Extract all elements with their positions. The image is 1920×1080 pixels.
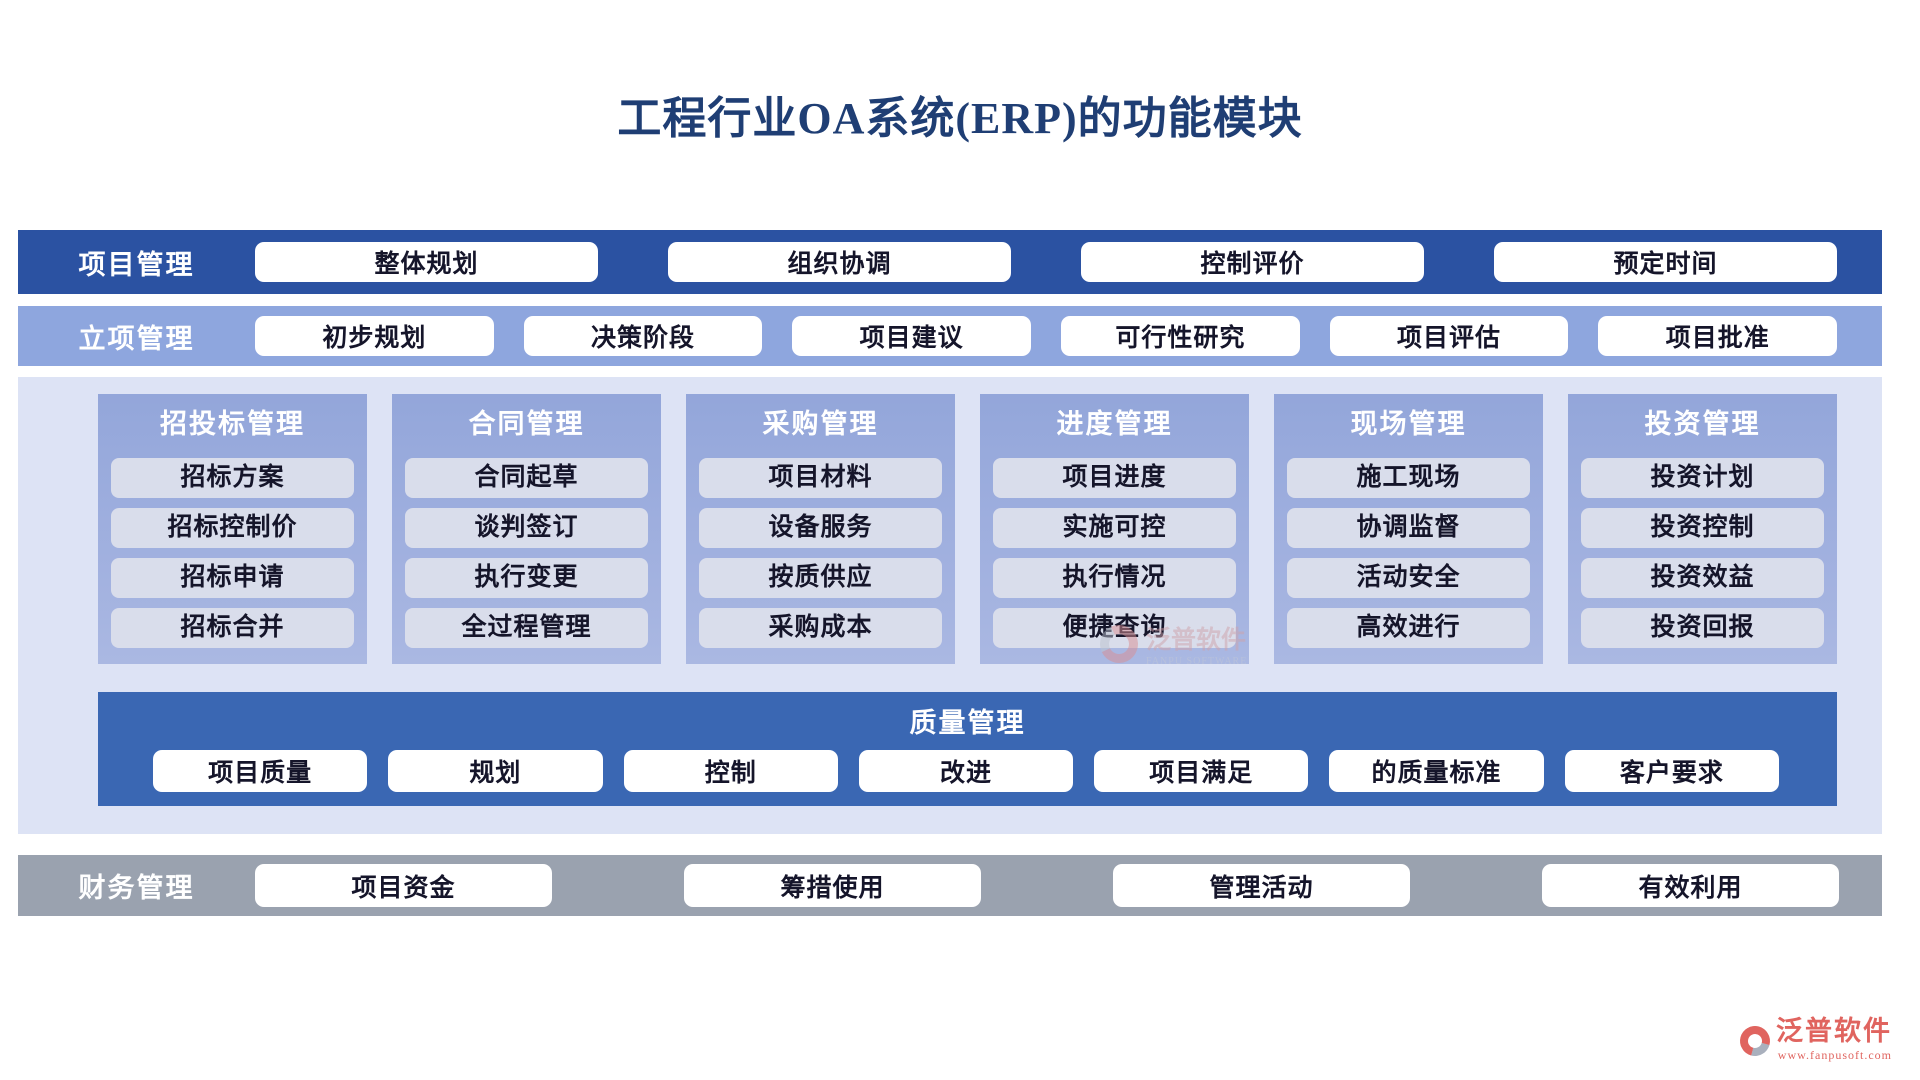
watermark-corner: 泛普软件 www.fanpusoft.com (1734, 1016, 1892, 1063)
module-chip-bid-merge: 招标合并 (111, 608, 354, 648)
watermark-brand: 泛普软件 (1146, 627, 1247, 654)
module-chip-contract-draft: 合同起草 (405, 458, 648, 498)
module-chip-convenient-query: 便捷查询 (993, 608, 1236, 648)
module-chip-construction-site: 施工现场 (1287, 458, 1530, 498)
diagram-title: 工程行业OA系统(ERP)的功能模块 (617, 94, 1303, 143)
module-chip-investment-benefit: 投资效益 (1581, 558, 1824, 598)
module-chip-project-materials: 项目材料 (699, 458, 942, 498)
module-chip-activity-safety: 活动安全 (1287, 558, 1530, 598)
column-procurement: 采购管理 项目材料 设备服务 按质供应 采购成本 (686, 394, 955, 664)
module-chip-org-coordination: 组织协调 (668, 242, 1011, 282)
module-chip-investment-return: 投资回报 (1581, 608, 1824, 648)
watermark-brand-en: FANPU SOFTWARE (1146, 656, 1248, 667)
module-chip-equipment-service: 设备服务 (699, 508, 942, 548)
module-chip-effective-utilization: 有效利用 (1542, 864, 1839, 907)
initiation-management-band: 立项管理 初步规划 决策阶段 项目建议 可行性研究 项目评估 项目批准 (18, 306, 1882, 366)
fanpu-logo-icon (1734, 1020, 1776, 1061)
column-investment: 投资管理 投资计划 投资控制 投资效益 投资回报 (1568, 394, 1837, 664)
project-band-label: 项目管理 (78, 249, 195, 280)
column-contract-header: 合同管理 (468, 409, 585, 439)
project-management-band: 项目管理 整体规划 组织协调 控制评价 预定时间 (18, 230, 1882, 294)
module-chip-project-progress: 项目进度 (993, 458, 1236, 498)
fanpu-logo-icon (1094, 619, 1144, 668)
finance-management-band: 财务管理 项目资金 筹措使用 管理活动 有效利用 (18, 855, 1882, 916)
module-chip-implementation-control: 实施可控 (993, 508, 1236, 548)
module-chip-quality-standard: 的质量标准 (1329, 750, 1544, 792)
module-chip-project-proposal: 项目建议 (792, 316, 1032, 356)
module-chip-project-approval: 项目批准 (1598, 316, 1838, 356)
module-chip-investment-control: 投资控制 (1581, 508, 1824, 548)
module-chip-project-satisfaction: 项目满足 (1094, 750, 1309, 792)
module-chip-control-evaluation: 控制评价 (1081, 242, 1424, 282)
watermark-brand: 泛普软件 (1776, 1016, 1892, 1046)
module-chip-management-activity: 管理活动 (1113, 864, 1410, 907)
column-bidding-header: 招投标管理 (160, 409, 305, 439)
module-chip-efficient-operation: 高效进行 (1287, 608, 1530, 648)
initiation-band-items: 初步规划 决策阶段 项目建议 可行性研究 项目评估 项目批准 (255, 316, 1882, 356)
module-chip-project-funds: 项目资金 (255, 864, 552, 907)
project-band-items: 整体规划 组织协调 控制评价 预定时间 (255, 242, 1882, 282)
module-chip-project-quality: 项目质量 (153, 750, 368, 792)
finance-band-items: 项目资金 筹措使用 管理活动 有效利用 (255, 864, 1882, 907)
module-columns: 招投标管理 招标方案 招标控制价 招标申请 招标合并 合同管理 合同起草 谈判签… (98, 394, 1837, 664)
module-chip-feasibility-study: 可行性研究 (1061, 316, 1300, 356)
quality-management-band: 质量管理 项目质量 规划 控制 改进 项目满足 的质量标准 客户要求 (98, 692, 1837, 806)
initiation-band-label: 立项管理 (78, 323, 195, 354)
column-investment-header: 投资管理 (1644, 409, 1761, 439)
module-chip-overall-planning: 整体规划 (255, 242, 598, 282)
column-contract: 合同管理 合同起草 谈判签订 执行变更 全过程管理 (392, 394, 661, 664)
module-chip-execution-status: 执行情况 (993, 558, 1236, 598)
column-bidding: 招投标管理 招标方案 招标控制价 招标申请 招标合并 (98, 394, 367, 664)
module-chip-quality-supply: 按质供应 (699, 558, 942, 598)
module-chip-customer-requirement: 客户要求 (1564, 750, 1779, 792)
quality-band-label: 质量管理 (909, 708, 1026, 738)
module-chip-whole-process: 全过程管理 (405, 608, 648, 648)
module-chip-procurement-cost: 采购成本 (699, 608, 942, 648)
finance-band-label: 财务管理 (78, 873, 195, 903)
module-chip-bid-plan: 招标方案 (111, 458, 354, 498)
module-chip-control: 控制 (623, 750, 838, 792)
column-site: 现场管理 施工现场 协调监督 活动安全 高效进行 (1274, 394, 1543, 664)
module-chip-decision-stage: 决策阶段 (523, 316, 763, 356)
module-grid-section: 招投标管理 招标方案 招标控制价 招标申请 招标合并 合同管理 合同起草 谈判签… (18, 377, 1882, 834)
column-progress-header: 进度管理 (1056, 409, 1173, 439)
module-chip-investment-plan: 投资计划 (1581, 458, 1824, 498)
watermark-url: www.fanpusoft.com (1777, 1048, 1892, 1062)
module-chip-improvement: 改进 (858, 750, 1074, 792)
watermark-center: 泛普软件 FANPU SOFTWARE (1094, 619, 1248, 668)
module-chip-planning: 规划 (388, 750, 603, 792)
module-chip-project-evaluation: 项目评估 (1329, 316, 1569, 356)
module-chip-scheduled-time: 预定时间 (1494, 242, 1837, 282)
module-chip-bid-application: 招标申请 (111, 558, 354, 598)
module-chip-execution-change: 执行变更 (405, 558, 648, 598)
module-chip-coordination-supervision: 协调监督 (1287, 508, 1530, 548)
module-chip-bid-control-price: 招标控制价 (111, 508, 354, 548)
quality-band-items: 项目质量 规划 控制 改进 项目满足 的质量标准 客户要求 (98, 740, 1837, 792)
module-chip-negotiate-sign: 谈判签订 (405, 508, 648, 548)
module-chip-preliminary-planning: 初步规划 (255, 316, 494, 356)
column-progress: 进度管理 项目进度 实施可控 执行情况 便捷查询 (980, 394, 1249, 664)
column-procurement-header: 采购管理 (762, 409, 879, 439)
module-chip-raise-use: 筹措使用 (684, 864, 981, 907)
column-site-header: 现场管理 (1350, 409, 1467, 439)
